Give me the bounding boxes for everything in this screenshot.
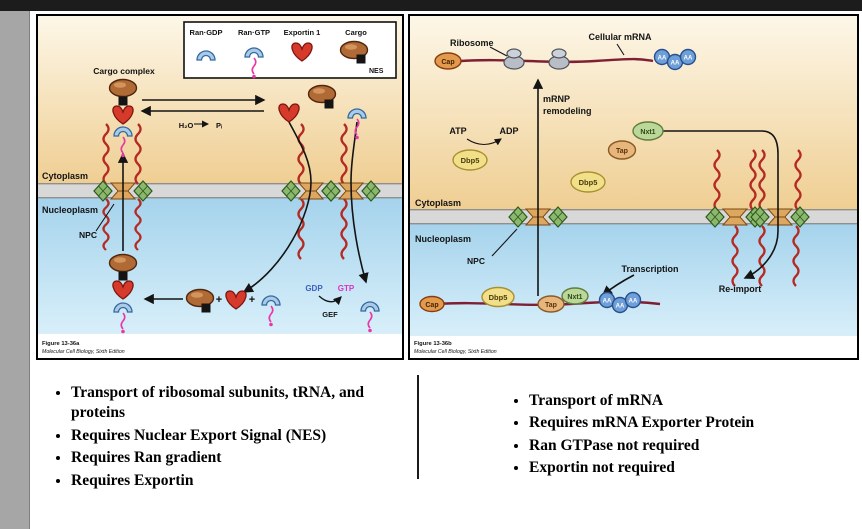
cargo-protein — [108, 253, 138, 273]
cap-label: Cap — [425, 302, 438, 309]
figure-13-36b-panel: Cap AA AA AA Ribosome Cellular mRNA mRNP… — [408, 14, 859, 360]
nes-tag — [118, 271, 128, 281]
mrnp-remodeling-label-line2: remodeling — [543, 106, 592, 116]
figure-13-36a-panel: Cargo complex H₂O Pᵢ Ran·GDP — [36, 14, 404, 360]
figure-a-caption: Figure 13-36a — [42, 341, 80, 347]
dbp5-shape — [481, 286, 515, 308]
figure-a-legend: Ran·GDP Ran·GTP Exportin 1 Cargo NES — [183, 21, 397, 80]
bullet-item: Ran GTPase not required — [529, 436, 852, 456]
polya-label: AA — [603, 299, 612, 305]
tap-nxt1-reimport-path — [663, 130, 779, 280]
dbp5-shape — [452, 149, 488, 171]
exportin-return-arrow — [242, 121, 312, 293]
polya-label: AA — [671, 61, 680, 67]
nxt1-shape — [632, 121, 664, 141]
cytoplasm-label: Cytoplasm — [415, 198, 461, 208]
npc-pointer-line — [491, 228, 518, 257]
bullet-item: Requires Ran gradient — [71, 448, 374, 468]
ribosome-shape — [548, 48, 570, 70]
ran-return-arrow — [350, 121, 369, 284]
legend-exportin-label: Exportin 1 — [284, 28, 321, 37]
h2o-label: H₂O — [179, 121, 194, 130]
legend-nes-square — [356, 54, 366, 64]
gef-exchange-arrow — [318, 295, 342, 306]
bullet-item: Requires mRNA Exporter Protein — [529, 413, 852, 433]
legend-ran-gtp-label: Ran·GTP — [238, 28, 270, 37]
slide-canvas: Cargo complex H₂O Pᵢ Ran·GDP — [30, 11, 862, 529]
bullet-item: Transport of ribosomal subunits, tRNA, a… — [71, 383, 374, 424]
bullet-item: Requires Nuclear Export Signal (NES) — [71, 426, 374, 446]
figure-b-caption: Figure 13-36b — [414, 341, 452, 347]
window-top-edge — [0, 0, 862, 11]
dbp5-label: Dbp5 — [489, 293, 508, 302]
plus-sign: + — [249, 294, 255, 306]
polya-label: AA — [658, 56, 667, 62]
npc-label: NPC — [467, 256, 485, 266]
dbp5-label: Dbp5 — [461, 156, 480, 165]
nucleoplasm-region — [410, 224, 857, 336]
nxt1-label: Nxt1 — [567, 294, 582, 301]
figure-a-source: Molecular Cell Biology, Sixth Edition — [42, 349, 125, 355]
atp-adp-arrow — [466, 138, 502, 146]
mrna-pointer-line — [616, 43, 625, 56]
npc-label: NPC — [79, 230, 97, 240]
nes-label: NES — [369, 68, 384, 75]
gtp-label: GTP — [338, 284, 355, 293]
nes-tag — [118, 96, 128, 106]
cytoplasmic-mrna — [460, 57, 654, 64]
figure-b-diagram: Cap AA AA AA Ribosome Cellular mRNA mRNP… — [410, 16, 857, 355]
legend-cargo-label: Cargo — [345, 28, 367, 37]
cytoplasm-label: Cytoplasm — [42, 171, 88, 181]
adp-label: ADP — [499, 126, 518, 136]
transcription-label: Transcription — [621, 264, 678, 274]
atp-label: ATP — [449, 126, 466, 136]
pi-label: Pᵢ — [216, 121, 222, 130]
dbp5-label: Dbp5 — [579, 178, 598, 187]
cap-shape — [419, 295, 445, 313]
nxt1-shape — [561, 287, 589, 305]
bullet-item: Exportin not required — [529, 458, 852, 478]
ribosome-pointer-line — [489, 46, 508, 57]
tap-label: Tap — [616, 148, 628, 155]
tap-shape — [607, 140, 637, 160]
mrna-pathway-bullets: Transport of mRNA Requires mRNA Exporter… — [512, 391, 852, 481]
npc-pointer-line — [95, 203, 115, 232]
tap-shape — [537, 295, 565, 313]
nes-tag — [324, 99, 334, 109]
polya-label: AA — [616, 304, 625, 310]
viewer-left-margin — [0, 11, 30, 529]
cap-shape — [434, 52, 462, 70]
nxt1-label: Nxt1 — [640, 129, 655, 136]
cellular-mrna-label: Cellular mRNA — [588, 32, 652, 42]
summary-notes: Transport of ribosomal subunits, tRNA, a… — [30, 363, 862, 529]
cargo-complex-label: Cargo complex — [93, 66, 155, 76]
plus-sign: + — [216, 294, 222, 306]
figure-a-diagram: Cargo complex H₂O Pᵢ Ran·GDP — [38, 16, 402, 355]
nucleoplasm-label: Nucleoplasm — [415, 234, 471, 244]
export-pathway-bullets: Transport of ribosomal subunits, tRNA, a… — [54, 383, 374, 493]
polya-label: AA — [684, 56, 693, 62]
cargo-protein — [108, 78, 138, 98]
ribosome-label: Ribosome — [450, 38, 494, 48]
gdp-label: GDP — [305, 284, 323, 293]
npc-structure — [750, 206, 810, 228]
tap-label: Tap — [545, 302, 557, 309]
bullet-item: Transport of mRNA — [529, 391, 852, 411]
nucleoplasm-label: Nucleoplasm — [42, 205, 98, 215]
gef-label: GEF — [322, 310, 338, 319]
ribosome-shape — [503, 48, 525, 70]
legend-ran-gdp-label: Ran·GDP — [190, 28, 223, 37]
nucleoplasm-region — [38, 198, 402, 334]
polya-label: AA — [629, 299, 638, 305]
reimport-label: Re-import — [719, 284, 762, 294]
mrnp-remodeling-label-line1: mRNP — [543, 94, 570, 104]
notes-divider — [417, 375, 419, 479]
figure-b-source: Molecular Cell Biology, Sixth Edition — [414, 349, 497, 355]
nes-tag — [201, 303, 211, 313]
cytoplasm-region — [410, 16, 857, 210]
cap-label: Cap — [441, 59, 454, 66]
bullet-item: Requires Exportin — [71, 471, 374, 491]
dbp5-shape — [570, 171, 606, 193]
